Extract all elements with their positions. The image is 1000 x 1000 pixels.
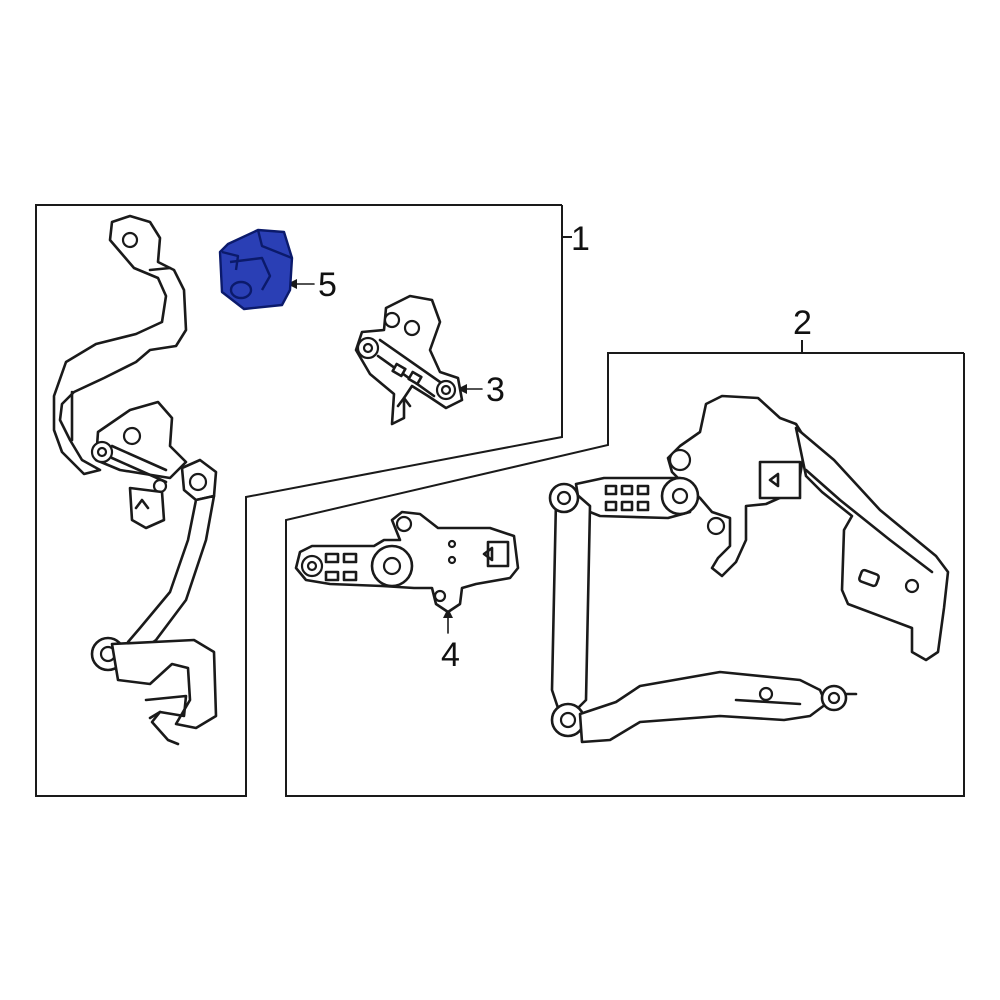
part-4-ribs bbox=[324, 552, 358, 582]
group-2-outline bbox=[285, 352, 965, 797]
part-2-level-sensor-assembly bbox=[548, 394, 950, 744]
part-5-highlighted-bracket bbox=[218, 228, 294, 311]
group-1-outline bbox=[35, 204, 563, 797]
callout-1: 1 bbox=[571, 220, 590, 258]
arrow-5 bbox=[287, 279, 315, 289]
part-1-level-sensor-assembly bbox=[52, 214, 218, 746]
part-3-level-sensor bbox=[354, 294, 464, 426]
part-4-level-sensor bbox=[294, 510, 520, 614]
arrow-3 bbox=[457, 384, 483, 394]
callout-4: 4 bbox=[441, 636, 460, 674]
part-2-ribs bbox=[604, 484, 650, 512]
callout-2: 2 bbox=[793, 304, 812, 342]
callout-5: 5 bbox=[318, 266, 337, 304]
callout-3: 3 bbox=[486, 371, 505, 409]
